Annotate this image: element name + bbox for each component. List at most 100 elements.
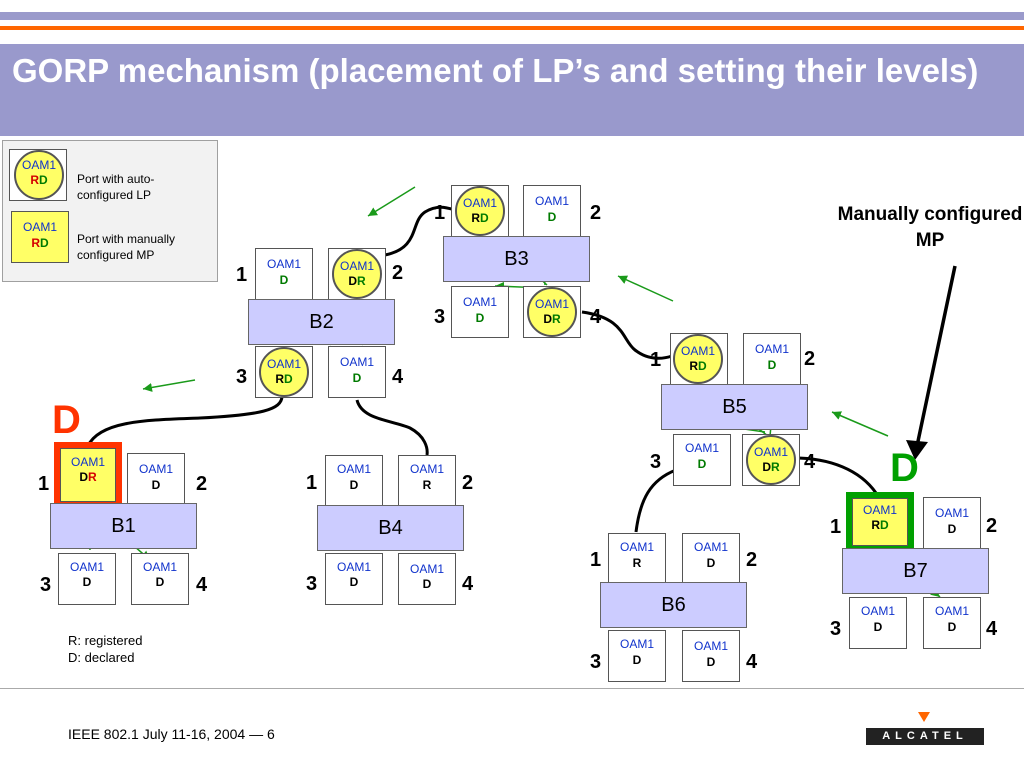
- b7-port2[interactable]: OAM1 D: [923, 497, 981, 549]
- header-stripe-lavender: [0, 12, 1024, 20]
- port-oam-label: OAM1: [339, 259, 374, 273]
- b1-port1-num: 1: [38, 473, 50, 495]
- bridge-b1[interactable]: B1: [50, 503, 197, 549]
- port-state-r: R: [275, 372, 284, 386]
- down-marker-b7: D: [890, 446, 919, 490]
- b7-port3-num: 3: [830, 618, 842, 640]
- b7-port4-num: 4: [986, 618, 998, 640]
- port-state-d: D: [543, 312, 552, 326]
- b2-port1-num: 1: [236, 264, 248, 286]
- b3-port4[interactable]: OAM1 DR: [523, 286, 581, 338]
- b2-port3-num: 3: [236, 366, 248, 388]
- b4-port3-num: 3: [306, 573, 318, 595]
- port-state: D: [706, 556, 716, 570]
- bridge-b2[interactable]: B2: [248, 299, 395, 345]
- port-oam-label: OAM1: [619, 540, 654, 554]
- b7-port3[interactable]: OAM1 D: [849, 597, 907, 649]
- port-oam-label: OAM1: [862, 503, 897, 517]
- port-oam-label: OAM1: [339, 355, 374, 369]
- port-state: D: [947, 620, 957, 634]
- b4-port4-num: 4: [462, 573, 474, 595]
- bridge-b5[interactable]: B5: [661, 384, 808, 430]
- b4-port3[interactable]: OAM1 D: [325, 553, 383, 605]
- legend-lp-port: OAM1 RD: [9, 149, 67, 201]
- note-registered: R: registered: [68, 633, 143, 648]
- port-state: D: [632, 653, 642, 667]
- port-oam-label: OAM1: [693, 540, 728, 554]
- port-state-r: R: [871, 518, 880, 532]
- b2-port2-lp: OAM1 DR: [332, 249, 382, 299]
- port-oam-label: OAM1: [860, 604, 895, 618]
- port-state: D: [352, 371, 362, 385]
- port-state: D: [349, 478, 359, 492]
- legend-lp-circle: OAM1 RD: [14, 150, 64, 200]
- b1-port2[interactable]: OAM1 D: [127, 453, 185, 505]
- legend-mp-port: OAM1 RD: [11, 211, 69, 263]
- b4-port4[interactable]: OAM1 D: [398, 553, 456, 605]
- port-oam-label: OAM1: [409, 562, 444, 576]
- port-oam-label: OAM1: [409, 462, 444, 476]
- b5-port3-num: 3: [650, 451, 662, 473]
- port-state-d: D: [480, 211, 489, 225]
- bridge-b7[interactable]: B7: [842, 548, 989, 594]
- header-stripe-orange: [0, 26, 1024, 30]
- b6-port1[interactable]: OAM1 R: [608, 533, 666, 585]
- b1-port4[interactable]: OAM1 D: [131, 553, 189, 605]
- b4-port1-num: 1: [306, 472, 318, 494]
- b6-port1-num: 1: [590, 549, 602, 571]
- b5-port3[interactable]: OAM1 D: [673, 434, 731, 486]
- link-b3-b5: [581, 310, 673, 360]
- legend-mp-r: R: [31, 236, 40, 250]
- b5-port4[interactable]: OAM1 DR: [742, 434, 800, 486]
- b5-port2[interactable]: OAM1 D: [743, 333, 801, 385]
- b6-port2[interactable]: OAM1 D: [682, 533, 740, 585]
- b2-port1[interactable]: OAM1 D: [255, 248, 313, 300]
- b3-port1[interactable]: OAM1 RD: [451, 185, 509, 237]
- port-oam-label: OAM1: [684, 441, 719, 455]
- b6-port3-num: 3: [590, 651, 602, 673]
- port-state-d: D: [880, 518, 889, 532]
- manual-mp-annotation: Manually configured MP: [837, 204, 1023, 251]
- port-state: D: [547, 210, 557, 224]
- port-oam-label: OAM1: [336, 560, 371, 574]
- legend-panel: OAM1 RD Port with auto-configured LP OAM…: [2, 140, 218, 282]
- port-oam-label: OAM1: [753, 445, 788, 459]
- b4-port2[interactable]: OAM1 R: [398, 455, 456, 507]
- port-oam-label: OAM1: [934, 506, 969, 520]
- link-b1-b2: [86, 395, 284, 447]
- b1-port1-mp[interactable]: OAM1 DR: [60, 448, 116, 502]
- b6-port3[interactable]: OAM1 D: [608, 630, 666, 682]
- b2-port2[interactable]: OAM1 DR: [328, 248, 386, 300]
- link-b2-b4: [355, 399, 429, 456]
- b5-port4-num: 4: [804, 451, 816, 473]
- port-state: R: [632, 556, 642, 570]
- b3-port2-num: 2: [590, 202, 602, 224]
- b4-port1[interactable]: OAM1 D: [325, 455, 383, 507]
- b3-port2[interactable]: OAM1 D: [523, 185, 581, 237]
- port-oam-label: OAM1: [462, 295, 497, 309]
- port-oam-label: OAM1: [266, 257, 301, 271]
- port-state: D: [697, 457, 707, 471]
- bridge-b6[interactable]: B6: [600, 582, 747, 628]
- port-state-d: D: [284, 372, 293, 386]
- port-oam-label: OAM1: [754, 342, 789, 356]
- b7-port4[interactable]: OAM1 D: [923, 597, 981, 649]
- bridge-b3[interactable]: B3: [443, 236, 590, 282]
- bridge-b4[interactable]: B4: [317, 505, 464, 551]
- b2-port4[interactable]: OAM1 D: [328, 346, 386, 398]
- b2-port3[interactable]: OAM1 RD: [255, 346, 313, 398]
- port-state-r: R: [471, 211, 480, 225]
- port-state-r: R: [689, 359, 698, 373]
- b5-port1-num: 1: [650, 349, 662, 371]
- footer-divider: [0, 688, 1024, 689]
- b5-port1[interactable]: OAM1 RD: [670, 333, 728, 385]
- down-marker-b1: D: [52, 398, 81, 442]
- link-b2-b3: [384, 205, 456, 257]
- b3-port3[interactable]: OAM1 D: [451, 286, 509, 338]
- b7-port1-mp[interactable]: OAM1 RD: [852, 498, 908, 546]
- logo-triangle-icon: [918, 712, 930, 722]
- port-state-d: D: [348, 274, 357, 288]
- b6-port4[interactable]: OAM1 D: [682, 630, 740, 682]
- b1-port3[interactable]: OAM1 D: [58, 553, 116, 605]
